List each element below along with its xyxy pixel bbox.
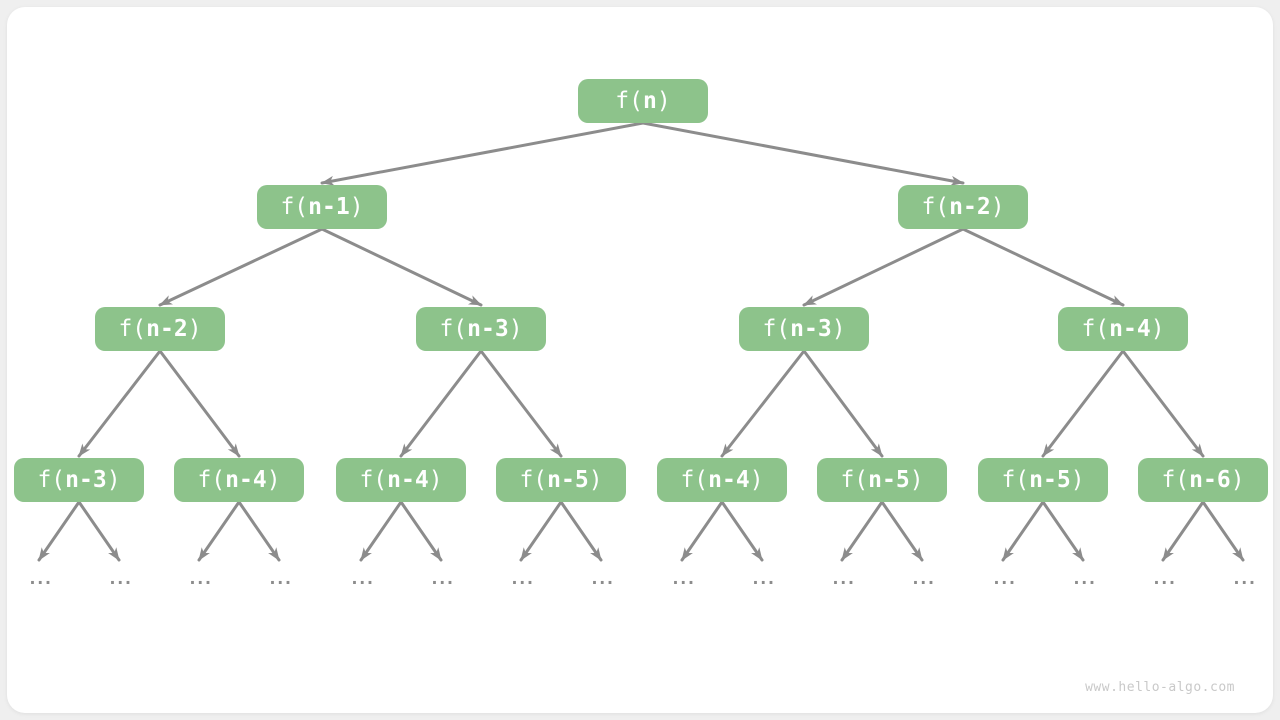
tree-node-n11-f-n-4: f(n-4) xyxy=(657,458,787,502)
ellipsis-label: ... xyxy=(1231,569,1257,589)
node-label-arg: n-1 xyxy=(308,194,350,220)
node-label-suffix: ) xyxy=(588,467,603,493)
node-label-suffix: ) xyxy=(508,316,523,342)
node-label-prefix: f( xyxy=(1081,316,1110,342)
node-label-suffix: ) xyxy=(106,467,121,493)
tree-node-n10-f-n-5: f(n-5) xyxy=(496,458,626,502)
node-label-prefix: f( xyxy=(118,316,147,342)
node-label-prefix: f( xyxy=(519,467,548,493)
tree-node-n4-f-n-3: f(n-3) xyxy=(416,307,546,351)
ellipsis-label: ... xyxy=(589,569,615,589)
ellipsis-label: ... xyxy=(349,569,375,589)
node-label-arg: n xyxy=(642,88,657,114)
ellipsis-label: ... xyxy=(670,569,696,589)
tree-node-n9-f-n-4: f(n-4) xyxy=(336,458,466,502)
node-label-arg: n-2 xyxy=(146,316,188,342)
node-label-suffix: ) xyxy=(266,467,281,493)
node-label-prefix: f( xyxy=(680,467,709,493)
node-label-arg: n-4 xyxy=(225,467,267,493)
node-label-prefix: f( xyxy=(615,88,643,114)
node-label-suffix: ) xyxy=(656,88,671,114)
node-label-arg: n-4 xyxy=(708,467,750,493)
node-label-suffix: ) xyxy=(187,316,202,342)
node-label-arg: n-3 xyxy=(65,467,107,493)
tree-node-n14-f-n-6: f(n-6) xyxy=(1138,458,1268,502)
ellipsis-label: ... xyxy=(750,569,776,589)
node-label-suffix: ) xyxy=(428,467,443,493)
ellipsis-label: ... xyxy=(910,569,936,589)
node-label-arg: n-5 xyxy=(547,467,589,493)
node-label-arg: n-6 xyxy=(1189,467,1231,493)
tree-node-n12-f-n-5: f(n-5) xyxy=(817,458,947,502)
tree-node-n13-f-n-5: f(n-5) xyxy=(978,458,1108,502)
node-label-prefix: f( xyxy=(1001,467,1030,493)
node-label-arg: n-3 xyxy=(790,316,832,342)
node-label-prefix: f( xyxy=(762,316,791,342)
tree-node-n3-f-n-2: f(n-2) xyxy=(95,307,225,351)
tree-node-n8-f-n-4: f(n-4) xyxy=(174,458,304,502)
node-label-prefix: f( xyxy=(197,467,226,493)
node-label-suffix: ) xyxy=(831,316,846,342)
node-label-suffix: ) xyxy=(1150,316,1165,342)
watermark: www.hello-algo.com xyxy=(1085,680,1235,695)
node-label-prefix: f( xyxy=(359,467,388,493)
tree-node-n1-f-n-1: f(n-1) xyxy=(257,185,387,229)
tree-node-n2-f-n-2: f(n-2) xyxy=(898,185,1028,229)
node-label-arg: n-2 xyxy=(949,194,991,220)
node-label-arg: n-5 xyxy=(1029,467,1071,493)
ellipsis-label: ... xyxy=(429,569,455,589)
node-label-suffix: ) xyxy=(1070,467,1085,493)
node-label-suffix: ) xyxy=(749,467,764,493)
node-label-suffix: ) xyxy=(1230,467,1245,493)
ellipsis-label: ... xyxy=(991,569,1017,589)
node-label-arg: n-4 xyxy=(387,467,429,493)
node-label-arg: n-4 xyxy=(1109,316,1151,342)
node-label-prefix: f( xyxy=(439,316,468,342)
node-label-arg: n-5 xyxy=(868,467,910,493)
ellipsis-label: ... xyxy=(187,569,213,589)
node-label-prefix: f( xyxy=(921,194,950,220)
node-label-arg: n-3 xyxy=(467,316,509,342)
node-label-prefix: f( xyxy=(37,467,66,493)
node-label-suffix: ) xyxy=(909,467,924,493)
node-label-suffix: ) xyxy=(990,194,1005,220)
ellipsis-label: ... xyxy=(27,569,53,589)
ellipsis-label: ... xyxy=(830,569,856,589)
node-label-prefix: f( xyxy=(840,467,869,493)
node-label-prefix: f( xyxy=(280,194,309,220)
tree-node-n5-f-n-3: f(n-3) xyxy=(739,307,869,351)
ellipsis-label: ... xyxy=(1071,569,1097,589)
node-label-suffix: ) xyxy=(349,194,364,220)
ellipsis-label: ... xyxy=(509,569,535,589)
ellipsis-label: ... xyxy=(107,569,133,589)
ellipsis-label: ... xyxy=(267,569,293,589)
tree-node-n0-f-n: f(n) xyxy=(578,79,708,123)
tree-node-n6-f-n-4: f(n-4) xyxy=(1058,307,1188,351)
ellipsis-label: ... xyxy=(1151,569,1177,589)
tree-node-n7-f-n-3: f(n-3) xyxy=(14,458,144,502)
node-label-prefix: f( xyxy=(1161,467,1190,493)
